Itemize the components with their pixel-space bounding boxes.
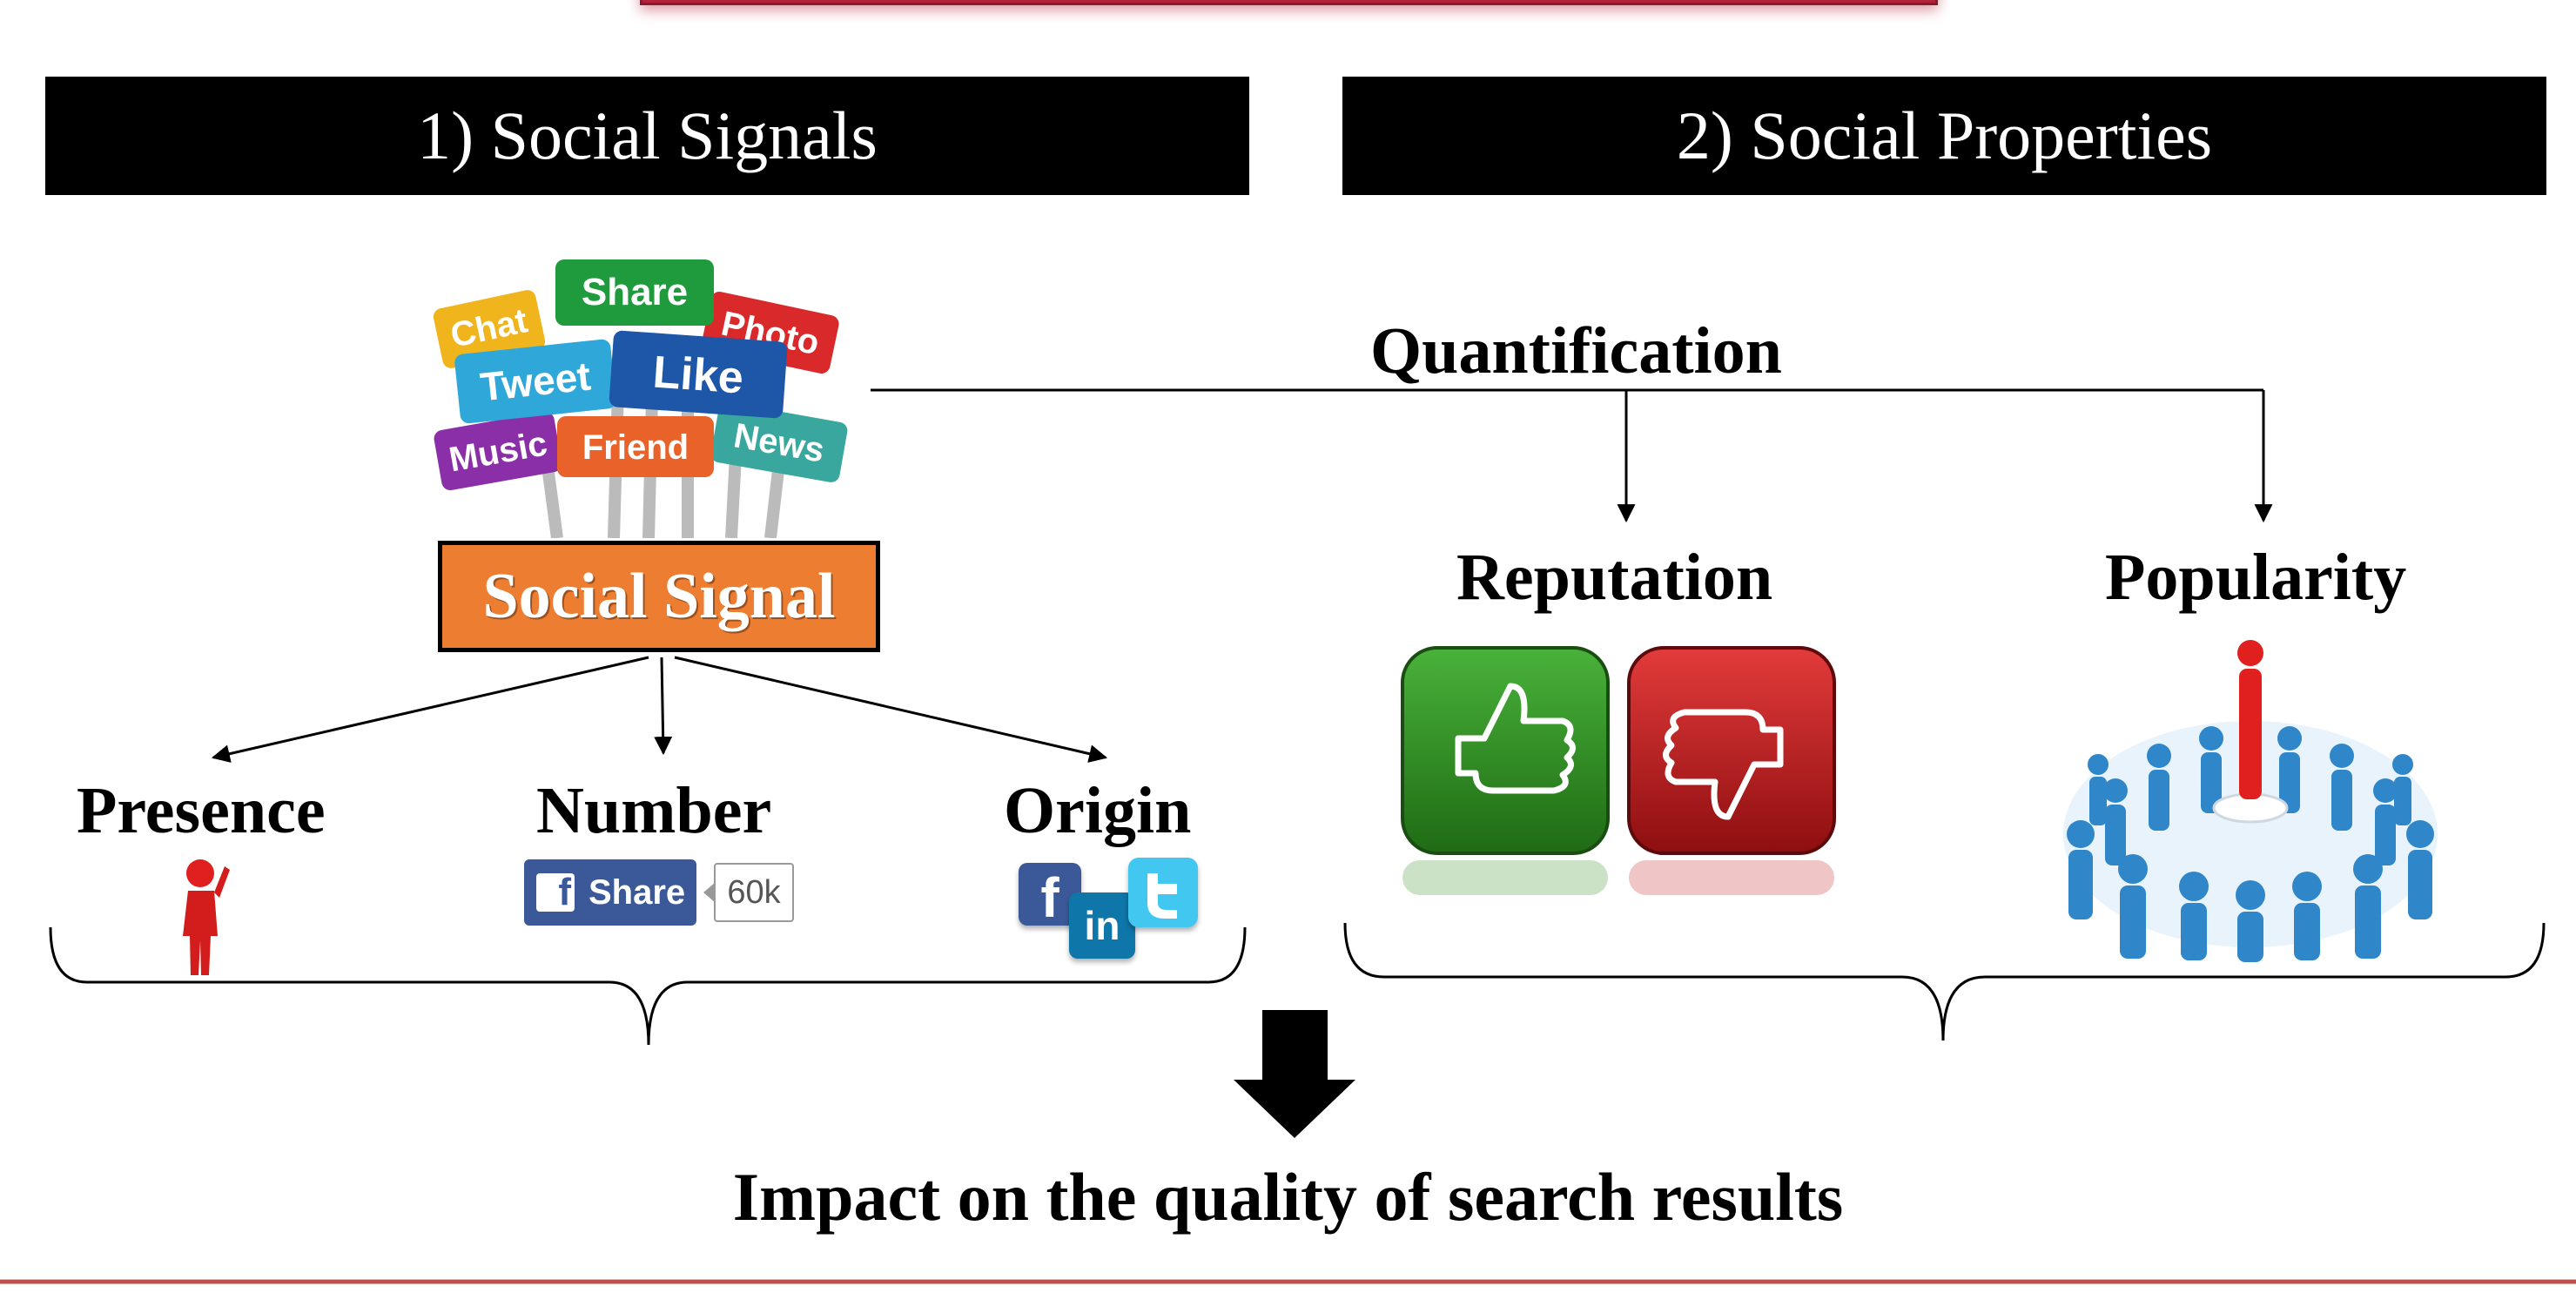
svg-text:Friend: Friend [582, 428, 689, 467]
social-signal-label: Social Signal [482, 560, 836, 632]
social-signs-icon: Chat Photo Share Music News Friend Tweet… [433, 259, 848, 538]
svg-text:Like: Like [651, 347, 745, 403]
left-brace [49, 926, 1247, 1046]
quantification-label: Quantification [1370, 314, 1782, 387]
popularity-crowd-icon [2063, 640, 2438, 962]
header-social-properties-text: 2) Social Properties [1676, 98, 2213, 173]
thumbs-down-icon [1627, 646, 1836, 895]
sign-like: Like [609, 330, 788, 419]
header-social-properties: 2) Social Properties [1342, 77, 2546, 195]
result-label: Impact on the quality of search results [732, 1159, 1844, 1235]
origin-label: Origin [1004, 774, 1192, 847]
sign-news: News [710, 402, 848, 482]
header-social-signals: 1) Social Signals [45, 77, 1249, 195]
twitter-icon [1128, 858, 1198, 927]
origin-icons: f in [1019, 858, 1201, 962]
sign-music: Music [434, 411, 562, 491]
leader-figure [2237, 640, 2263, 799]
presence-label: Presence [77, 774, 326, 847]
down-arrow-icon [1234, 1010, 1355, 1138]
thumbs-up-icon [1401, 646, 1610, 895]
sign-friend: Friend [557, 416, 714, 477]
reputation-thumbs-icons [1401, 646, 1836, 895]
right-brace [1343, 922, 2546, 1041]
share-count-widget: f Share 60k [524, 859, 794, 926]
arrow-to-number [654, 657, 673, 756]
social-signal-box: Social Signal [438, 541, 880, 652]
arrow-to-origin [674, 656, 1108, 763]
arrow-to-presence [211, 656, 649, 763]
sign-tweet: Tweet [454, 339, 616, 424]
sign-share: Share [555, 259, 714, 326]
linkedin-icon: in [1069, 892, 1135, 959]
facebook-icon: f [536, 873, 575, 912]
popularity-label: Popularity [2105, 541, 2407, 614]
share-count-value: 60k [727, 873, 781, 911]
red-person-icon [183, 859, 230, 975]
reputation-label: Reputation [1456, 541, 1773, 614]
share-button-label: Share [589, 872, 686, 912]
svg-text:Share: Share [582, 271, 688, 313]
share-count-pointer [703, 882, 716, 903]
crowd-ring [2067, 710, 2434, 962]
share-count-bubble: 60k [714, 863, 794, 922]
top-title-bar-edge [640, 0, 1938, 5]
header-social-signals-text: 1) Social Signals [417, 98, 878, 173]
number-label: Number [536, 774, 772, 847]
facebook-share-button: f Share [524, 859, 696, 926]
